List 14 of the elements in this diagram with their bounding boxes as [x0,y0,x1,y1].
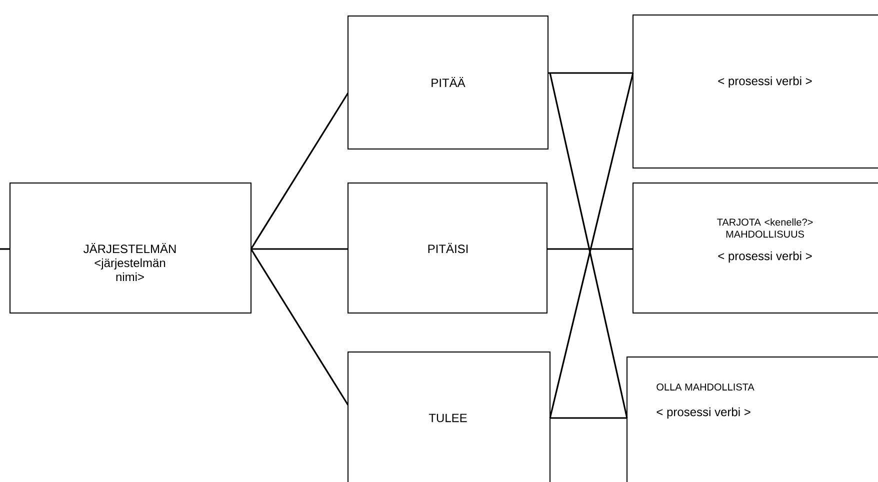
connector-line [251,248,348,250]
process-box: PITÄISI [348,182,548,314]
process-box: OLLA MAHDOLLISTA < prosessi verbi > [626,356,878,482]
connector-line [250,248,349,406]
connector-line [548,72,633,74]
process-box: JÄRJESTELMÄN <järjestelmän nimi> [10,182,252,314]
process-box: TULEE [348,352,550,482]
process-box: TARJOTA <kenelle?> MAHDOLLISUUS < prosessi verbi > [632,182,878,314]
process-box: PITÄÄ [348,16,548,150]
process-box: < prosessi verbi > [632,14,878,168]
connector-line [0,248,10,250]
connector-line [550,417,627,419]
connector-line [250,92,349,250]
connector-line [547,248,633,250]
